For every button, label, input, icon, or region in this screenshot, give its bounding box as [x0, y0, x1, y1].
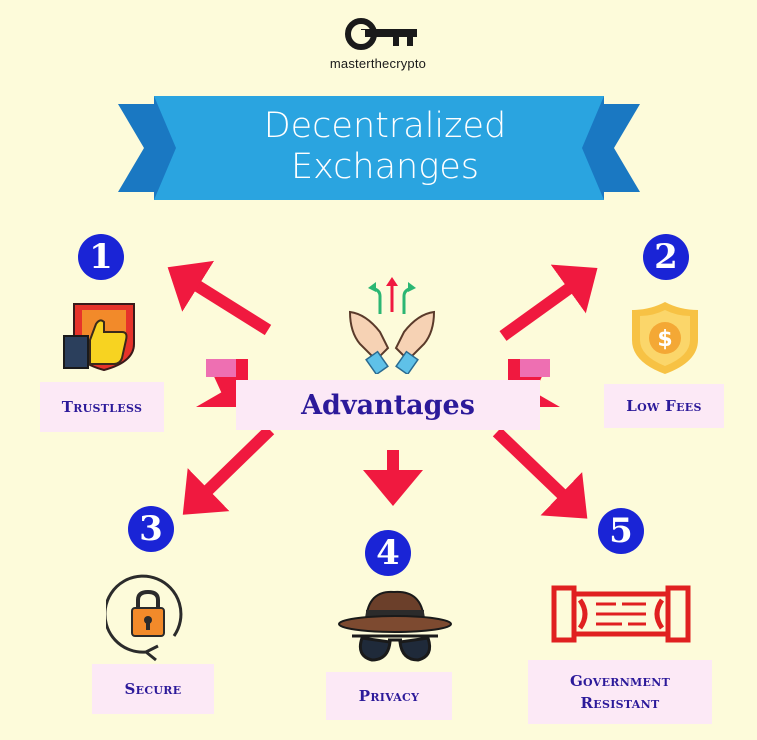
- number-badge-1: 1: [78, 234, 124, 280]
- page-title: Decentralized Exchanges: [150, 106, 620, 188]
- key-icon: [345, 18, 417, 50]
- padlock-cycle-icon: [106, 574, 183, 662]
- arrow-to-low-fees: [499, 264, 598, 341]
- title-line-2: Exchanges: [290, 147, 480, 187]
- svg-text:$: $: [657, 327, 672, 352]
- label-privacy: Privacy: [326, 672, 452, 720]
- advantages-label: Advantages: [236, 380, 540, 430]
- label-government-resistant: Government Resistant: [528, 660, 712, 724]
- dollar-shield-icon: $: [632, 302, 698, 374]
- label-government-line: Government: [569, 672, 671, 690]
- growth-hands-icon: [348, 277, 436, 374]
- logo-text: masterthecrypto: [329, 56, 427, 71]
- number-badge-3: 3: [128, 506, 174, 552]
- title-line-1: Decentralized: [263, 106, 507, 146]
- label-secure: Secure: [92, 664, 214, 714]
- spy-hat-glasses-icon: [338, 590, 452, 662]
- label-low-fees: Low Fees: [604, 384, 724, 428]
- label-trustless: Trustless: [40, 382, 164, 432]
- barrier-icon: [551, 585, 691, 643]
- label-resistant-line: Resistant: [580, 694, 660, 712]
- thumbs-up-shield-icon: [63, 303, 135, 372]
- number-badge-5: 5: [598, 508, 644, 554]
- arrow-to-government-resistant: [492, 427, 588, 519]
- title-banner: [118, 96, 640, 200]
- arrow-to-secure: [182, 425, 275, 515]
- arrow-to-trustless: [167, 260, 272, 336]
- number-badge-2: 2: [643, 234, 689, 280]
- number-badge-4: 4: [365, 530, 411, 576]
